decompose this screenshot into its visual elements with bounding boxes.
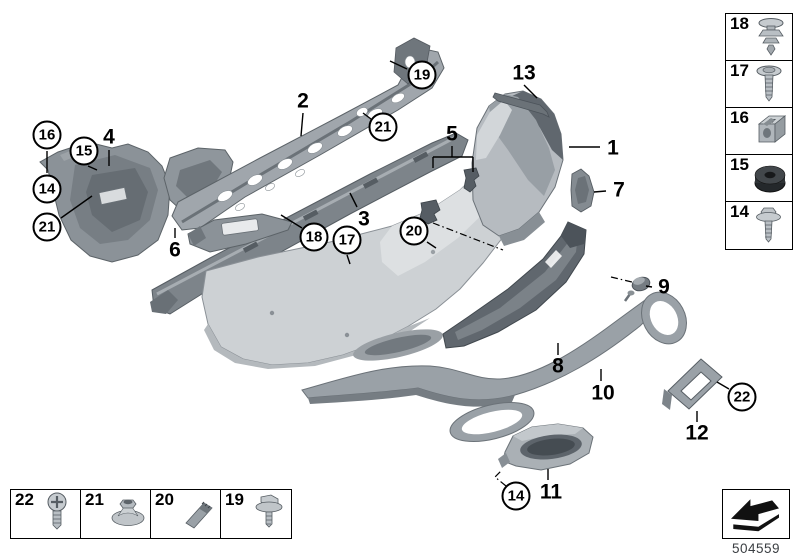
callout-circled-15[interactable]: 15 (69, 136, 99, 166)
part-11-exhaust-tip (498, 423, 594, 471)
callout-12[interactable]: 12 (685, 421, 709, 445)
legend-num-21: 21 (85, 490, 104, 509)
phillips-screw-icon (47, 492, 67, 530)
legend-item-15[interactable]: 15 (725, 154, 793, 203)
callout-circled-22[interactable]: 22 (727, 382, 757, 412)
part-10-lower-trim-blade (301, 291, 687, 443)
legend-item-18[interactable]: 18 (725, 13, 793, 62)
direction-indicator-box (722, 489, 790, 539)
legend-num-15: 15 (730, 155, 749, 174)
callout-7[interactable]: 7 (613, 178, 625, 202)
callout-circled-21[interactable]: 21 (32, 212, 62, 242)
callout-circled-16[interactable]: 16 (32, 120, 62, 150)
callout-circled-14[interactable]: 14 (501, 481, 531, 511)
callout-circled-18[interactable]: 18 (299, 222, 329, 252)
callout-circled-14[interactable]: 14 (32, 174, 62, 204)
callout-5[interactable]: 5 (446, 122, 458, 146)
part-5-sensor-holders (419, 167, 480, 225)
callout-circled-20[interactable]: 20 (399, 216, 429, 246)
callout-3[interactable]: 3 (358, 207, 370, 231)
callout-circled-17[interactable]: 17 (332, 225, 362, 255)
diagram-number: 504559 (731, 541, 781, 556)
cage-nut-icon (757, 115, 787, 143)
rubber-grommet-icon (754, 165, 786, 193)
legend-item-20[interactable]: 20 (150, 489, 222, 539)
hex-washer-screw-long-icon (756, 207, 781, 243)
part-6-bracket (187, 213, 293, 253)
legend-num-16: 16 (730, 108, 749, 127)
part-4-support-bracket (39, 141, 171, 263)
part-7-bracket (570, 168, 595, 213)
callout-9[interactable]: 9 (658, 275, 670, 299)
mounting-reference-lines (432, 222, 633, 487)
legend-num-17: 17 (730, 61, 749, 80)
legend-num-14: 14 (730, 202, 749, 221)
part-8-diffuser (442, 221, 587, 349)
callout-4[interactable]: 4 (103, 125, 115, 149)
callout-13[interactable]: 13 (512, 61, 536, 85)
hex-washer-screw-short-icon (255, 494, 283, 528)
legend-item-22[interactable]: 22 (10, 489, 82, 539)
callout-11[interactable]: 11 (539, 480, 563, 504)
part-13-trim-strip (492, 92, 550, 118)
legend-item-17[interactable]: 17 (725, 60, 793, 109)
expansion-rivet-icon (758, 18, 784, 56)
leader-lines (46, 60, 730, 480)
legend-num-22: 22 (15, 490, 34, 509)
part-9-cap (623, 276, 651, 302)
direction-arrow-icon (731, 499, 779, 532)
callout-circled-21[interactable]: 21 (368, 112, 398, 142)
legend-num-19: 19 (225, 490, 244, 509)
legend-item-14[interactable]: 14 (725, 201, 793, 250)
washer-head-screw-icon (756, 65, 782, 102)
legend-item-21[interactable]: 21 (80, 489, 152, 539)
legend-num-20: 20 (155, 490, 174, 509)
part-1-bumper-corner (471, 90, 564, 246)
callout-8[interactable]: 8 (552, 354, 564, 378)
legend-item-19[interactable]: 19 (220, 489, 292, 539)
callout-2[interactable]: 2 (297, 89, 309, 113)
clip-plate-icon (185, 501, 213, 529)
legend-item-16[interactable]: 16 (725, 107, 793, 156)
callout-1[interactable]: 1 (607, 136, 619, 160)
legend-num-18: 18 (730, 14, 749, 33)
callout-10[interactable]: 10 (591, 381, 615, 405)
callout-circled-19[interactable]: 19 (407, 60, 437, 90)
part-12-mounting-frame (662, 358, 723, 410)
flange-nut-icon (111, 499, 145, 526)
callout-6[interactable]: 6 (169, 238, 181, 262)
